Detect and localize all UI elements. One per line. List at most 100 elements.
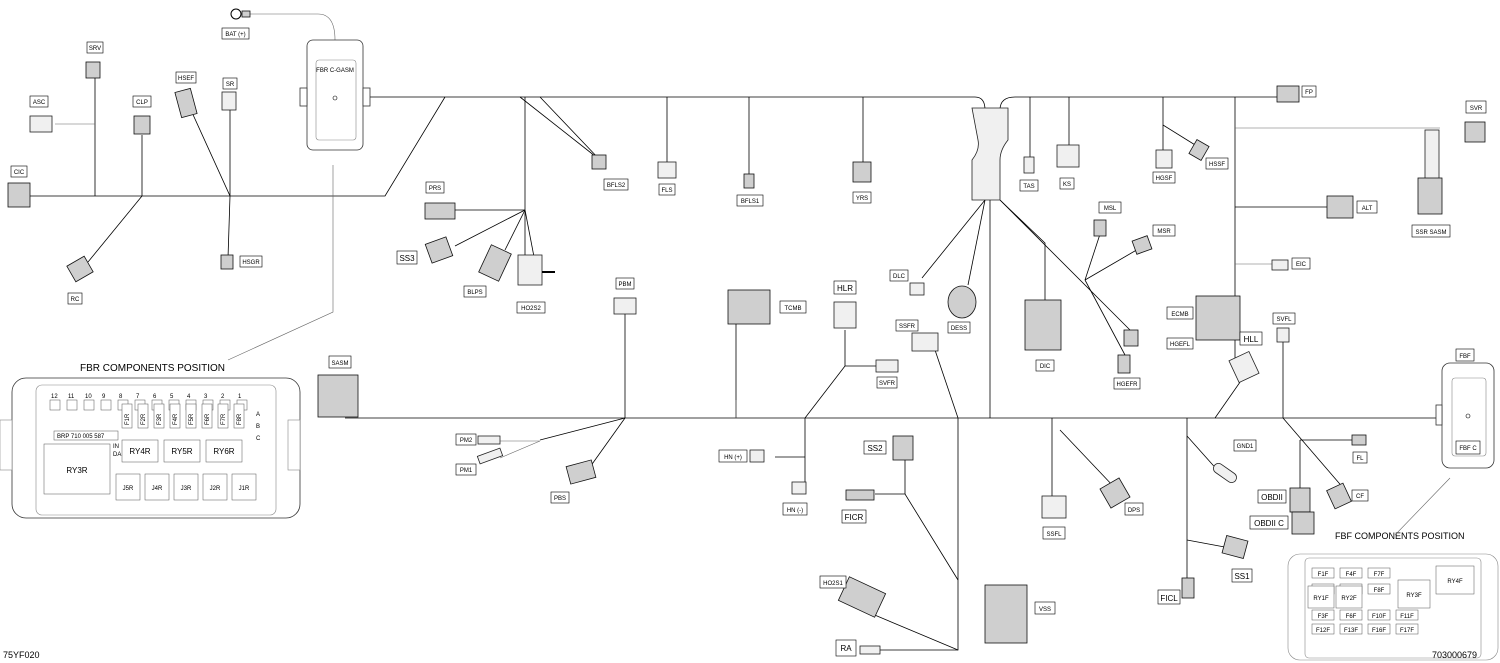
fbf-fuse-label: F4F <box>1346 572 1357 578</box>
central-hub-icon <box>971 107 1009 201</box>
fbr-slot <box>100 399 112 411</box>
fbr-title: FBR COMPONENTS POSITION <box>80 363 225 374</box>
label-ho2s1: HO2S1 <box>823 581 843 587</box>
fbr-fuse <box>137 403 149 429</box>
label-hgefr: HGEFR <box>1117 382 1139 388</box>
fbf-relay-label: RY1F <box>1313 596 1329 602</box>
label-yrs: YRS <box>856 196 868 202</box>
fbf-relay <box>1307 585 1335 609</box>
label-ecmb: ECMB <box>1171 312 1188 318</box>
fbf-relay <box>1335 585 1363 609</box>
battery-terminal-icon <box>230 8 242 20</box>
fbf-title: FBF COMPONENTS POSITION <box>1335 531 1465 541</box>
connector-labels: BAT (+) SRV ASC CLP HSEF SR CIC RC HSGR … <box>10 27 1487 657</box>
fbf-fuse <box>1311 623 1335 635</box>
label-cf: CF <box>1356 494 1364 500</box>
label-ra: RA <box>840 644 852 653</box>
label-ssfl: SSFL <box>1046 532 1062 538</box>
label-ks: KS <box>1063 182 1071 188</box>
label-tas: TAS <box>1023 184 1034 190</box>
diagram-code-left: 75YF020 <box>3 650 40 660</box>
fbr-slot-number: 6 <box>153 394 157 400</box>
label-sasm: SASM <box>331 361 348 367</box>
label-blps: BLPS <box>467 290 482 296</box>
label-msl: MSL <box>1104 206 1117 212</box>
fbf-fuse <box>1367 567 1391 579</box>
fbf-fuse <box>1367 623 1391 635</box>
fbf-fuse-label: F8F <box>1374 588 1385 594</box>
fbr-slot <box>49 399 61 411</box>
label-alt: ALT <box>1362 206 1373 212</box>
label-prs: PRS <box>429 186 441 192</box>
fbf-fuse-label: F17F <box>1400 628 1414 634</box>
fbr-letter-c: C <box>256 436 261 442</box>
label-bfls1: BFLS1 <box>741 199 760 205</box>
fbr-part-number: BRP 710 005 587 <box>57 434 105 440</box>
label-obdii: OBDII <box>1261 493 1283 502</box>
label-ss2: SS2 <box>867 444 883 453</box>
fbr-fuse <box>169 403 181 429</box>
fbr-slot-number: 4 <box>187 394 191 400</box>
fbr-fuse-label: F8R <box>237 413 243 425</box>
label-cic: CIC <box>14 170 25 176</box>
label-ss1: SS1 <box>1234 572 1250 581</box>
fbf-relay-label: RY2F <box>1341 596 1357 602</box>
label-fls: FLS <box>661 188 672 194</box>
label-ssfr: SSFR <box>899 324 916 330</box>
label-dps: DPS <box>1128 508 1140 514</box>
label-fbr-c-gasm: FBR C-GASM <box>316 68 354 74</box>
fbr-relay <box>163 439 201 463</box>
fbr-slot-number: 8 <box>119 394 123 400</box>
fbf-fuse-label: F10F <box>1372 614 1386 620</box>
fbr-fuse <box>121 403 133 429</box>
fbr-small-relay <box>173 473 199 501</box>
fbr-fuse <box>217 403 229 429</box>
fbr-slot-number: 2 <box>221 394 225 400</box>
fbr-small-relay <box>144 473 170 501</box>
label-fp: FP <box>1305 90 1313 96</box>
fbf-fuse-label: F1F <box>1318 572 1329 578</box>
label-srv: SRV <box>89 46 101 52</box>
label-hll: HLL <box>1244 335 1259 344</box>
label-fl: FL <box>1356 456 1364 462</box>
fbf-grid: F1FF4FF7FF2FF5FF8FF3FF6FF10FF11FF12FF13F… <box>1307 565 1475 635</box>
fbr-relay-label: RY3R <box>66 466 87 475</box>
connector-shapes <box>7 8 1495 655</box>
fbr-letter-b: B <box>256 424 260 430</box>
label-ssr-sasm: SSR SASM <box>1415 230 1446 236</box>
fbr-in: IN <box>113 444 119 450</box>
fbr-small-relay-label: J2R <box>210 486 221 492</box>
fbr-fuse-label: F5R <box>189 413 195 425</box>
fbf-components-position: FBF COMPONENTS POSITION F1FF4FF7FF2FF5FF… <box>1287 477 1499 661</box>
label-dess: DESS <box>951 326 967 332</box>
fbr-relay-label: RY6R <box>213 447 234 456</box>
label-hn-neg: HN (-) <box>787 508 803 514</box>
label-vss: VSS <box>1039 607 1051 613</box>
label-asc: ASC <box>33 100 46 106</box>
fbf-fuse <box>1367 583 1391 595</box>
label-svfl: SVFL <box>1276 317 1292 323</box>
label-svfr: SVFR <box>879 381 896 387</box>
fbr-fuse-label: F1R <box>125 413 131 425</box>
label-hlr: HLR <box>837 284 853 293</box>
fbr-slot-number: 11 <box>68 394 75 400</box>
fbr-fuse-label: F4R <box>173 413 179 425</box>
fbf-fuse-label: F11F <box>1400 614 1414 620</box>
label-hn-pos: HN (+) <box>724 455 742 461</box>
label-hssf: HSSF <box>1209 162 1225 168</box>
fbr-fuse <box>233 403 245 429</box>
fbr-small-relay <box>202 473 228 501</box>
fbf-fuse <box>1339 609 1363 621</box>
label-msr: MSR <box>1157 229 1171 235</box>
fbr-slot-number: 7 <box>136 394 140 400</box>
fbf-fuse-label: F13F <box>1344 628 1358 634</box>
label-ho2s2: HO2S2 <box>521 306 541 312</box>
label-pm1: PM1 <box>460 468 473 474</box>
fbf-fuse <box>1339 567 1363 579</box>
fbr-relay <box>121 439 159 463</box>
fbr-slot-number: 9 <box>102 394 106 400</box>
fbr-da: DA <box>113 452 121 458</box>
